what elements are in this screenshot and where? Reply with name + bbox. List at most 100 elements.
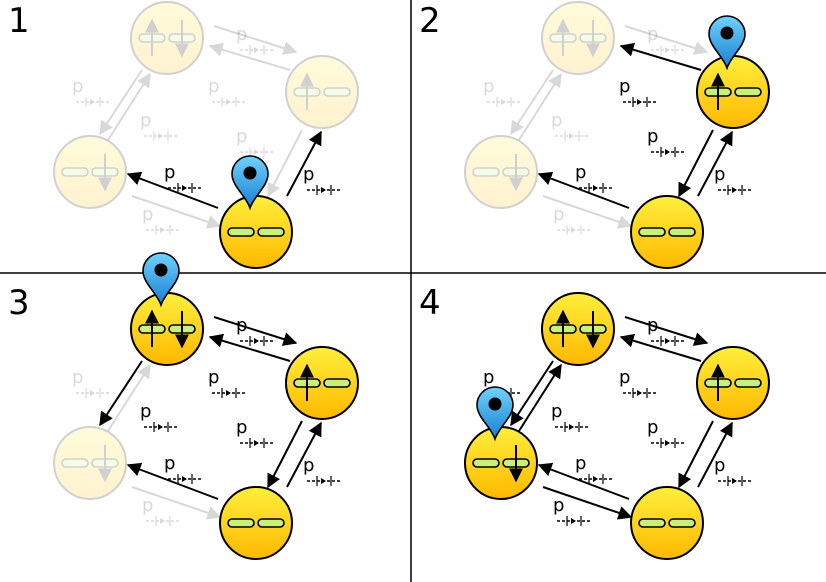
orbital-icon [61, 167, 89, 177]
transition-arrow-d-e [542, 486, 633, 520]
svg-text:p: p [619, 367, 630, 388]
probability-label-ud-u: p [647, 315, 685, 346]
svg-text:p: p [647, 126, 658, 147]
probability-label-ud-u: p [647, 24, 685, 55]
probability-label-ud-u: p [236, 24, 274, 55]
panel-number: 4 [419, 283, 441, 323]
svg-text:p: p [483, 76, 494, 97]
orbital-icon [323, 87, 351, 97]
orbital-icon [579, 33, 607, 43]
svg-text:p: p [553, 495, 564, 516]
transition-arrow-d-e [131, 486, 222, 520]
orbital-icon [668, 518, 696, 528]
probability-label-d-e: p [142, 204, 180, 235]
probability-label-d-e: p [553, 204, 591, 235]
orbital-icon [734, 87, 762, 97]
orbital-icon [61, 458, 89, 468]
svg-text:p: p [303, 164, 314, 185]
svg-text:p: p [236, 24, 247, 45]
svg-text:p: p [575, 162, 586, 183]
transition-arrow-e-d [537, 462, 630, 500]
state-node-d [53, 426, 127, 500]
state-node-ud [130, 292, 204, 366]
orbital-icon [257, 227, 285, 237]
probability-label-u-e: p [236, 417, 274, 448]
map-pin-icon [142, 252, 180, 308]
svg-text:p: p [164, 162, 175, 183]
transition-arrow-e-u [697, 421, 733, 488]
svg-text:p: p [236, 417, 247, 438]
transition-arrow-d-ud [107, 72, 151, 141]
orbital-icon [734, 378, 762, 388]
state-node-icon [630, 486, 704, 560]
state-node-ud [541, 1, 615, 75]
map-pin-icon [476, 386, 514, 442]
orbital-icon [502, 167, 530, 177]
svg-text:p: p [714, 455, 725, 476]
orbital-icon [638, 227, 666, 237]
transition-arrow-e-d [126, 171, 219, 209]
state-node-u [696, 346, 770, 420]
probability-label-u-ud: p [619, 367, 657, 398]
svg-text:p: p [647, 24, 658, 45]
transition-arrow-u-ud [619, 333, 702, 362]
transition-arrow-e-u [697, 130, 733, 197]
probability-label-ud-u: p [236, 315, 274, 346]
svg-text:p: p [551, 401, 562, 422]
orbital-icon [323, 378, 351, 388]
probability-label-e-d: p [575, 162, 613, 193]
probability-label-e-u: p [303, 455, 341, 486]
probability-label-ud-d: p [551, 401, 589, 432]
transition-arrow-ud-d [510, 360, 554, 427]
orbital-icon [638, 518, 666, 528]
state-node-e [630, 195, 704, 269]
probability-label-e-d: p [164, 453, 202, 484]
orbital-icon [91, 458, 119, 468]
svg-text:p: p [236, 315, 247, 336]
probability-label-u-ud: p [208, 367, 246, 398]
orbital-icon [472, 167, 500, 177]
probability-label-ud-d: p [140, 110, 178, 141]
svg-text:p: p [647, 417, 658, 438]
transition-arrow-ud-d [99, 360, 143, 427]
state-node-e [219, 195, 293, 269]
probability-label-e-u: p [303, 164, 341, 195]
svg-text:p: p [142, 495, 153, 516]
svg-text:p: p [208, 367, 219, 388]
state-node-e [219, 486, 293, 560]
svg-text:p: p [236, 126, 247, 147]
probability-label-d-e: p [142, 495, 180, 526]
transition-arrow-d-ud [518, 363, 562, 432]
probability-label-u-ud: p [208, 76, 246, 107]
state-node-u [696, 55, 770, 129]
svg-text:p: p [72, 367, 83, 388]
probability-label-d-e: p [553, 495, 591, 526]
orbital-icon [257, 518, 285, 528]
state-node-icon [219, 486, 293, 560]
svg-text:p: p [553, 204, 564, 225]
svg-text:p: p [208, 76, 219, 97]
panel-number: 1 [8, 1, 30, 41]
orbital-icon [293, 87, 321, 97]
transition-arrow-ud-u [213, 316, 298, 346]
transition-arrow-ud-u [624, 316, 709, 346]
probability-label-ud-d: p [140, 401, 178, 432]
state-node-icon [630, 195, 704, 269]
transition-arrow-u-ud [208, 333, 291, 362]
transition-arrow-u-e [267, 420, 303, 489]
orbital-icon [138, 33, 166, 43]
probability-label-d-ud: p [72, 76, 110, 107]
state-node-d [464, 426, 538, 500]
state-node-d [464, 135, 538, 209]
svg-text:p: p [164, 453, 175, 474]
map-pin-icon [708, 15, 746, 71]
panel-number: 2 [419, 1, 441, 41]
svg-text:p: p [142, 204, 153, 225]
orbital-icon [227, 518, 255, 528]
probability-label-d-ud: p [72, 367, 110, 398]
